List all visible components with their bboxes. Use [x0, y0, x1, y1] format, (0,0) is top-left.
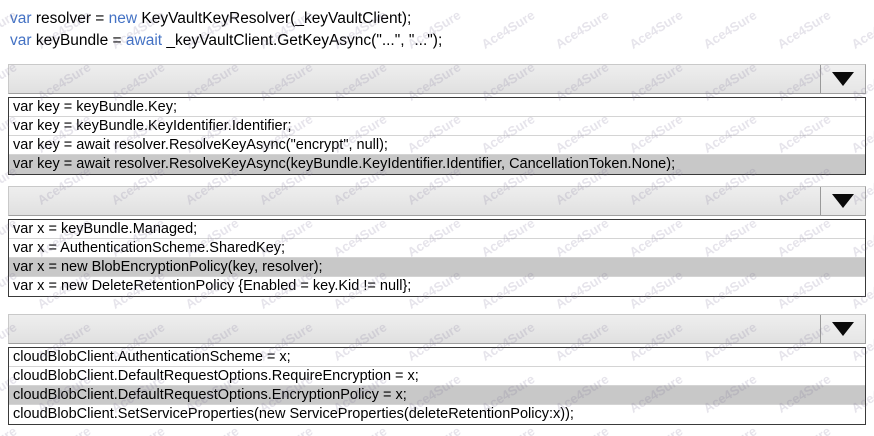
dropdown-3[interactable] [8, 314, 866, 344]
dropdown-option[interactable]: var key = keyBundle.KeyIdentifier.Identi… [9, 117, 865, 136]
watermark-text: Ace4Sure [183, 423, 242, 436]
code-text: resolver = [31, 10, 109, 27]
watermark-text: Ace4Sure [627, 423, 686, 436]
dropdown-1[interactable] [8, 64, 866, 94]
dropdown-option[interactable]: var key = await resolver.ResolveKeyAsync… [9, 136, 865, 155]
watermark-text: Ace4Sure [553, 423, 612, 436]
dropdown-1-value [9, 65, 820, 93]
dropdown-group-3: cloudBlobClient.AuthenticationScheme = x… [8, 314, 866, 425]
code-snippet: var resolver = new KeyVaultKeyResolver(_… [0, 0, 874, 56]
watermark-text: Ace4Sure [701, 423, 760, 436]
watermark-text: Ace4Sure [331, 423, 390, 436]
dropdown-group-1: var key = keyBundle.Key;var key = keyBun… [8, 64, 866, 175]
watermark-text: Ace4Sure [35, 423, 94, 436]
dropdown-option[interactable]: cloudBlobClient.DefaultRequestOptions.En… [9, 386, 865, 405]
dropdown-2-list[interactable]: var x = keyBundle.Managed;var x = Authen… [8, 219, 866, 297]
watermark-text: Ace4Sure [849, 423, 874, 436]
watermark-text: Ace4Sure [479, 423, 538, 436]
dropdown-option[interactable]: var x = AuthenticationScheme.SharedKey; [9, 239, 865, 258]
dropdown-option[interactable]: cloudBlobClient.DefaultRequestOptions.Re… [9, 367, 865, 386]
code-keyword: var [10, 32, 32, 49]
code-line: var keyBundle = await _keyVaultClient.Ge… [10, 30, 874, 52]
dropdown-3-list[interactable]: cloudBlobClient.AuthenticationScheme = x… [8, 347, 866, 425]
watermark-text: Ace4Sure [0, 423, 19, 436]
chevron-down-icon [832, 194, 854, 208]
chevron-down-icon [832, 322, 854, 336]
dropdown-1-toggle[interactable] [820, 65, 865, 93]
code-keyword: await [125, 32, 163, 49]
watermark-text: Ace4Sure [257, 423, 316, 436]
code-keyword: new [108, 10, 138, 27]
dropdown-group-2: var x = keyBundle.Managed;var x = Authen… [8, 186, 866, 297]
watermark-text: Ace4Sure [405, 423, 464, 436]
dropdown-option[interactable]: var key = keyBundle.Key; [9, 98, 865, 117]
dropdown-option[interactable]: var x = keyBundle.Managed; [9, 220, 865, 239]
dropdown-3-value [9, 315, 820, 343]
chevron-down-icon [832, 72, 854, 86]
watermark-text: Ace4Sure [775, 423, 834, 436]
dropdown-option[interactable]: var key = await resolver.ResolveKeyAsync… [9, 155, 865, 174]
dropdown-option[interactable]: cloudBlobClient.AuthenticationScheme = x… [9, 348, 865, 367]
dropdown-option[interactable]: var x = new BlobEncryptionPolicy(key, re… [9, 258, 865, 277]
dropdown-1-list[interactable]: var key = keyBundle.Key;var key = keyBun… [8, 97, 866, 175]
code-text: keyBundle = [31, 32, 126, 49]
dropdown-2[interactable] [8, 186, 866, 216]
code-text: _keyVaultClient.GetKeyAsync("...", "..."… [162, 32, 443, 49]
dropdown-2-value [9, 187, 820, 215]
dropdown-option[interactable]: cloudBlobClient.SetServiceProperties(new… [9, 405, 865, 424]
code-text: KeyVaultKeyResolver(_keyVaultClient); [137, 10, 412, 27]
dropdown-2-toggle[interactable] [820, 187, 865, 215]
watermark-text: Ace4Sure [109, 423, 168, 436]
dropdown-3-toggle[interactable] [820, 315, 865, 343]
code-keyword: var [10, 10, 32, 27]
dropdown-option[interactable]: var x = new DeleteRetentionPolicy {Enabl… [9, 277, 865, 296]
code-line: var resolver = new KeyVaultKeyResolver(_… [10, 8, 874, 30]
